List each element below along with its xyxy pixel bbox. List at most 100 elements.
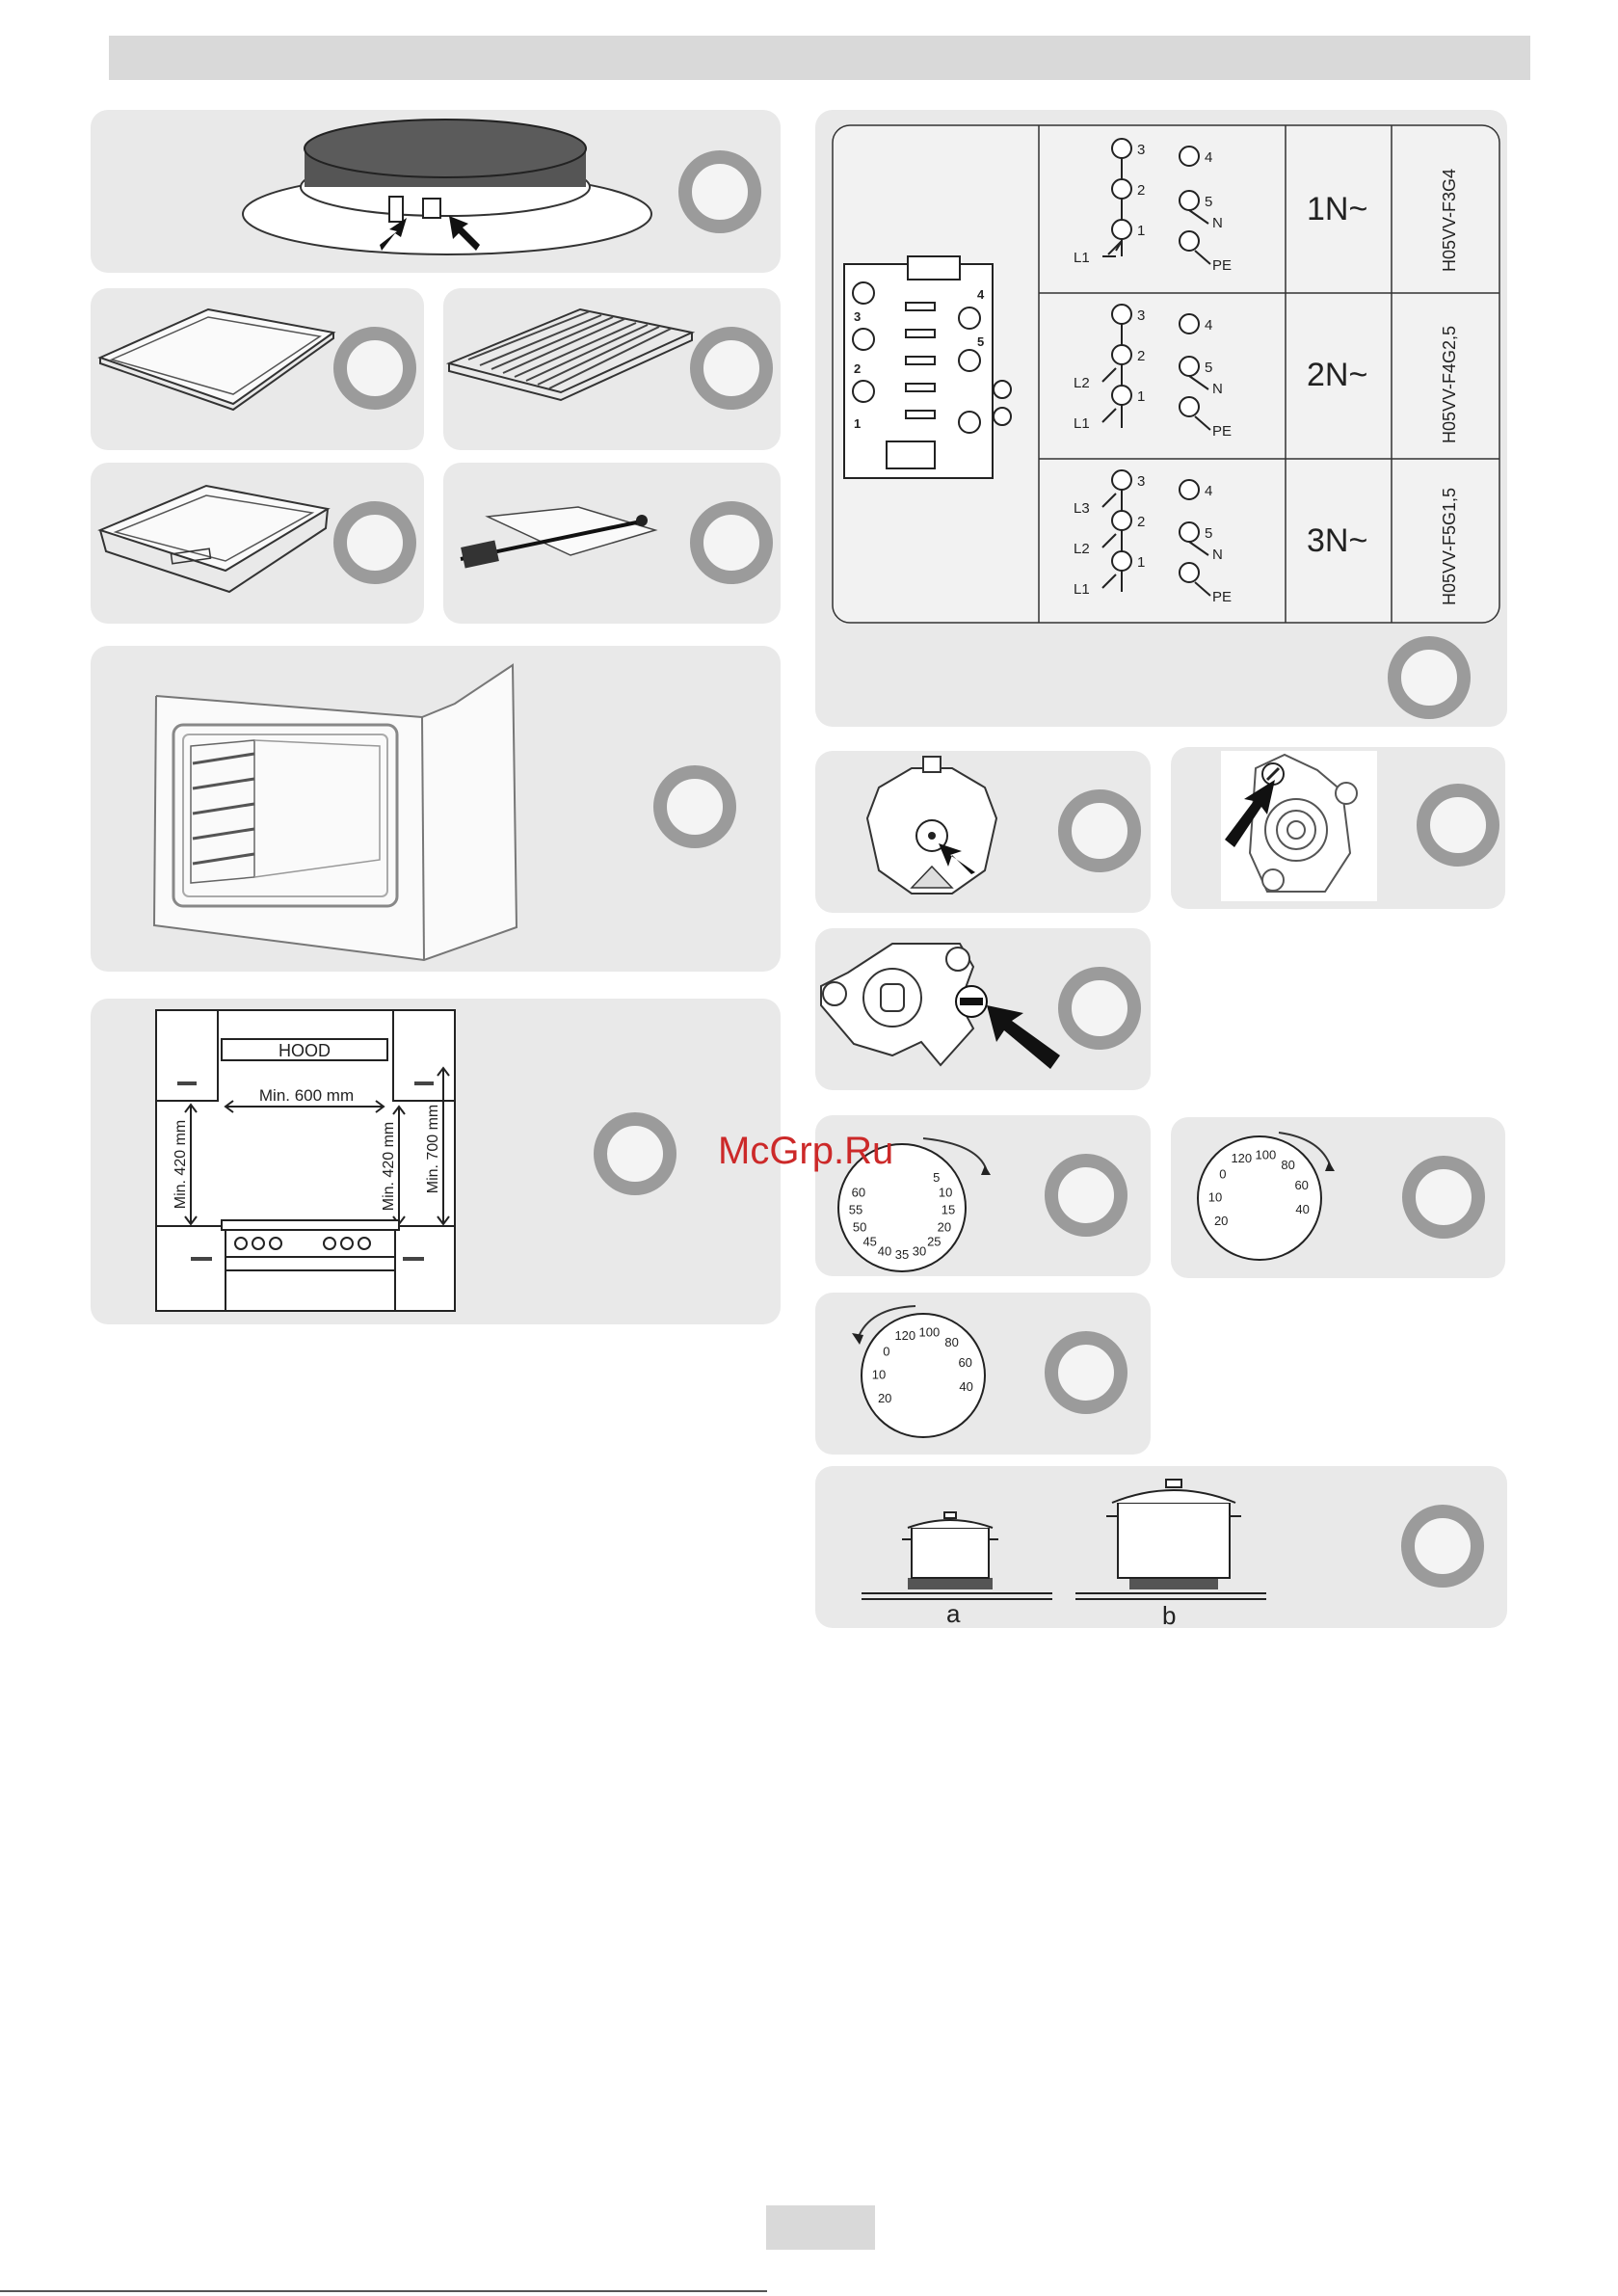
phase-3n: 3N~ — [1307, 522, 1367, 559]
terminal-block: 3 2 1 4 5 — [844, 256, 1011, 478]
terminal-4: 4 — [1205, 149, 1212, 166]
dial-tick-label: 20 — [938, 1220, 951, 1235]
indicator-circle — [1058, 967, 1141, 1050]
page-number-box — [766, 2205, 875, 2250]
panel-wiring: 3 2 1 4 5 3 2 1 4 5 N PE L1 1N~ H05VV-F3… — [815, 110, 1507, 727]
dial-tick-label: 40 — [1295, 1202, 1309, 1216]
terminal-3: 3 — [1137, 307, 1145, 324]
burner-illustration — [91, 110, 781, 273]
indicator-circle — [1388, 636, 1471, 719]
terminal-2: 2 — [1137, 182, 1145, 199]
dial-tick-label: 0 — [1219, 1166, 1226, 1181]
indicator-circle — [690, 327, 773, 410]
dial-tick-label: 35 — [895, 1247, 909, 1262]
terminal-3: 3 — [1137, 473, 1145, 490]
watermark: McGrp.Ru — [718, 1130, 893, 1173]
dial-tick-label: 100 — [919, 1324, 941, 1339]
terminal-4: 4 — [1205, 483, 1212, 499]
panel-rotisserie — [443, 463, 781, 624]
min-420-left-label: Min. 420 mm — [172, 1120, 189, 1209]
phase-1n: 1N~ — [1307, 191, 1367, 227]
min-420-right-label: Min. 420 mm — [381, 1122, 397, 1211]
dial-tick-label: 40 — [878, 1244, 891, 1259]
panel-tray-deep — [91, 463, 424, 624]
panel-valve-bypass — [815, 928, 1151, 1090]
line-l3: L3 — [1074, 500, 1090, 517]
line-l1: L1 — [1074, 250, 1090, 266]
indicator-circle — [1401, 1505, 1484, 1588]
pot-label-b: b — [1162, 1601, 1176, 1630]
hood-label: HOOD — [279, 1041, 331, 1060]
pot-label-a: a — [946, 1599, 961, 1628]
panel-tray-flat — [91, 288, 424, 450]
dial-tick-label: 5 — [933, 1170, 940, 1185]
dial-tick-label: 55 — [849, 1203, 862, 1217]
line-l1: L1 — [1074, 581, 1090, 598]
dial-tick-label: 60 — [1294, 1178, 1308, 1192]
block-number-3: 3 — [854, 309, 861, 324]
neutral-label: N — [1212, 381, 1223, 397]
line-l1: L1 — [1074, 415, 1090, 432]
min-700-label: Min. 700 mm — [425, 1105, 441, 1193]
cable-1n: H05VV-F3G4 — [1440, 169, 1459, 272]
terminal-1: 1 — [1137, 554, 1145, 571]
dial-tick-label: 10 — [939, 1186, 952, 1200]
indicator-circle — [333, 327, 416, 410]
line-l2: L2 — [1074, 375, 1090, 391]
hood-clearance-diagram: HOOD Min. 600 mm Min. 420 mm Min. 420 mm… — [91, 999, 781, 1324]
dial-tick-label: 15 — [942, 1203, 955, 1217]
panel-oven-cavity — [91, 646, 781, 972]
block-number-4: 4 — [977, 287, 985, 302]
indicator-circle — [1402, 1156, 1485, 1239]
indicator-circle — [1045, 1154, 1127, 1237]
dial-tick-label: 120 — [1231, 1151, 1252, 1165]
terminal-2: 2 — [1137, 514, 1145, 530]
dial-tick-label: 10 — [872, 1367, 886, 1381]
dial-tick-label: 120 — [894, 1328, 915, 1343]
footer-line — [0, 2290, 767, 2292]
block-number-1: 1 — [854, 416, 861, 431]
panel-valve-screw — [1171, 747, 1505, 909]
cable-2n: H05VV-F4G2,5 — [1440, 326, 1459, 443]
panel-grill-rack — [443, 288, 781, 450]
indicator-circle — [594, 1112, 676, 1195]
dial-tick-label: 0 — [883, 1344, 889, 1358]
terminal-5: 5 — [1205, 525, 1212, 542]
terminal-1: 1 — [1137, 388, 1145, 405]
dial-tick-label: 10 — [1208, 1189, 1222, 1204]
terminal-3: 3 — [1137, 142, 1145, 158]
dial-tick-label: 45 — [862, 1235, 876, 1249]
indicator-circle — [653, 765, 736, 848]
panel-burner — [91, 110, 781, 273]
indicator-circle — [690, 501, 773, 584]
indicator-circle — [1058, 789, 1141, 872]
terminal-5: 5 — [1205, 360, 1212, 376]
min-600-label: Min. 600 mm — [259, 1086, 354, 1105]
dial-tick-label: 60 — [958, 1355, 971, 1370]
panel-pot-sizes: a b — [815, 1466, 1507, 1628]
phase-2n: 2N~ — [1307, 357, 1367, 393]
dial-tick-label: 80 — [944, 1335, 958, 1349]
indicator-circle — [1045, 1331, 1127, 1414]
terminal-1: 1 — [1137, 223, 1145, 239]
dial-tick-label: 50 — [853, 1220, 866, 1235]
dial-tick-label: 20 — [878, 1391, 891, 1405]
dial-tick-label: 25 — [927, 1235, 941, 1249]
terminal-4: 4 — [1205, 317, 1212, 334]
indicator-circle — [333, 501, 416, 584]
terminal-5: 5 — [1205, 194, 1212, 210]
block-number-2: 2 — [854, 361, 861, 376]
dial-tick-label: 20 — [1214, 1214, 1228, 1228]
panel-hood-clearance: HOOD Min. 600 mm Min. 420 mm Min. 420 mm… — [91, 999, 781, 1324]
indicator-circle — [678, 150, 761, 233]
dial-tick-label: 30 — [913, 1244, 926, 1259]
dial-tick-label: 40 — [959, 1379, 972, 1394]
earth-label: PE — [1212, 423, 1232, 440]
neutral-label: N — [1212, 547, 1223, 563]
panel-valve-front — [815, 751, 1151, 913]
cable-3n: H05VV-F5G1,5 — [1440, 488, 1459, 605]
terminal-2: 2 — [1137, 348, 1145, 364]
earth-label: PE — [1212, 589, 1232, 605]
